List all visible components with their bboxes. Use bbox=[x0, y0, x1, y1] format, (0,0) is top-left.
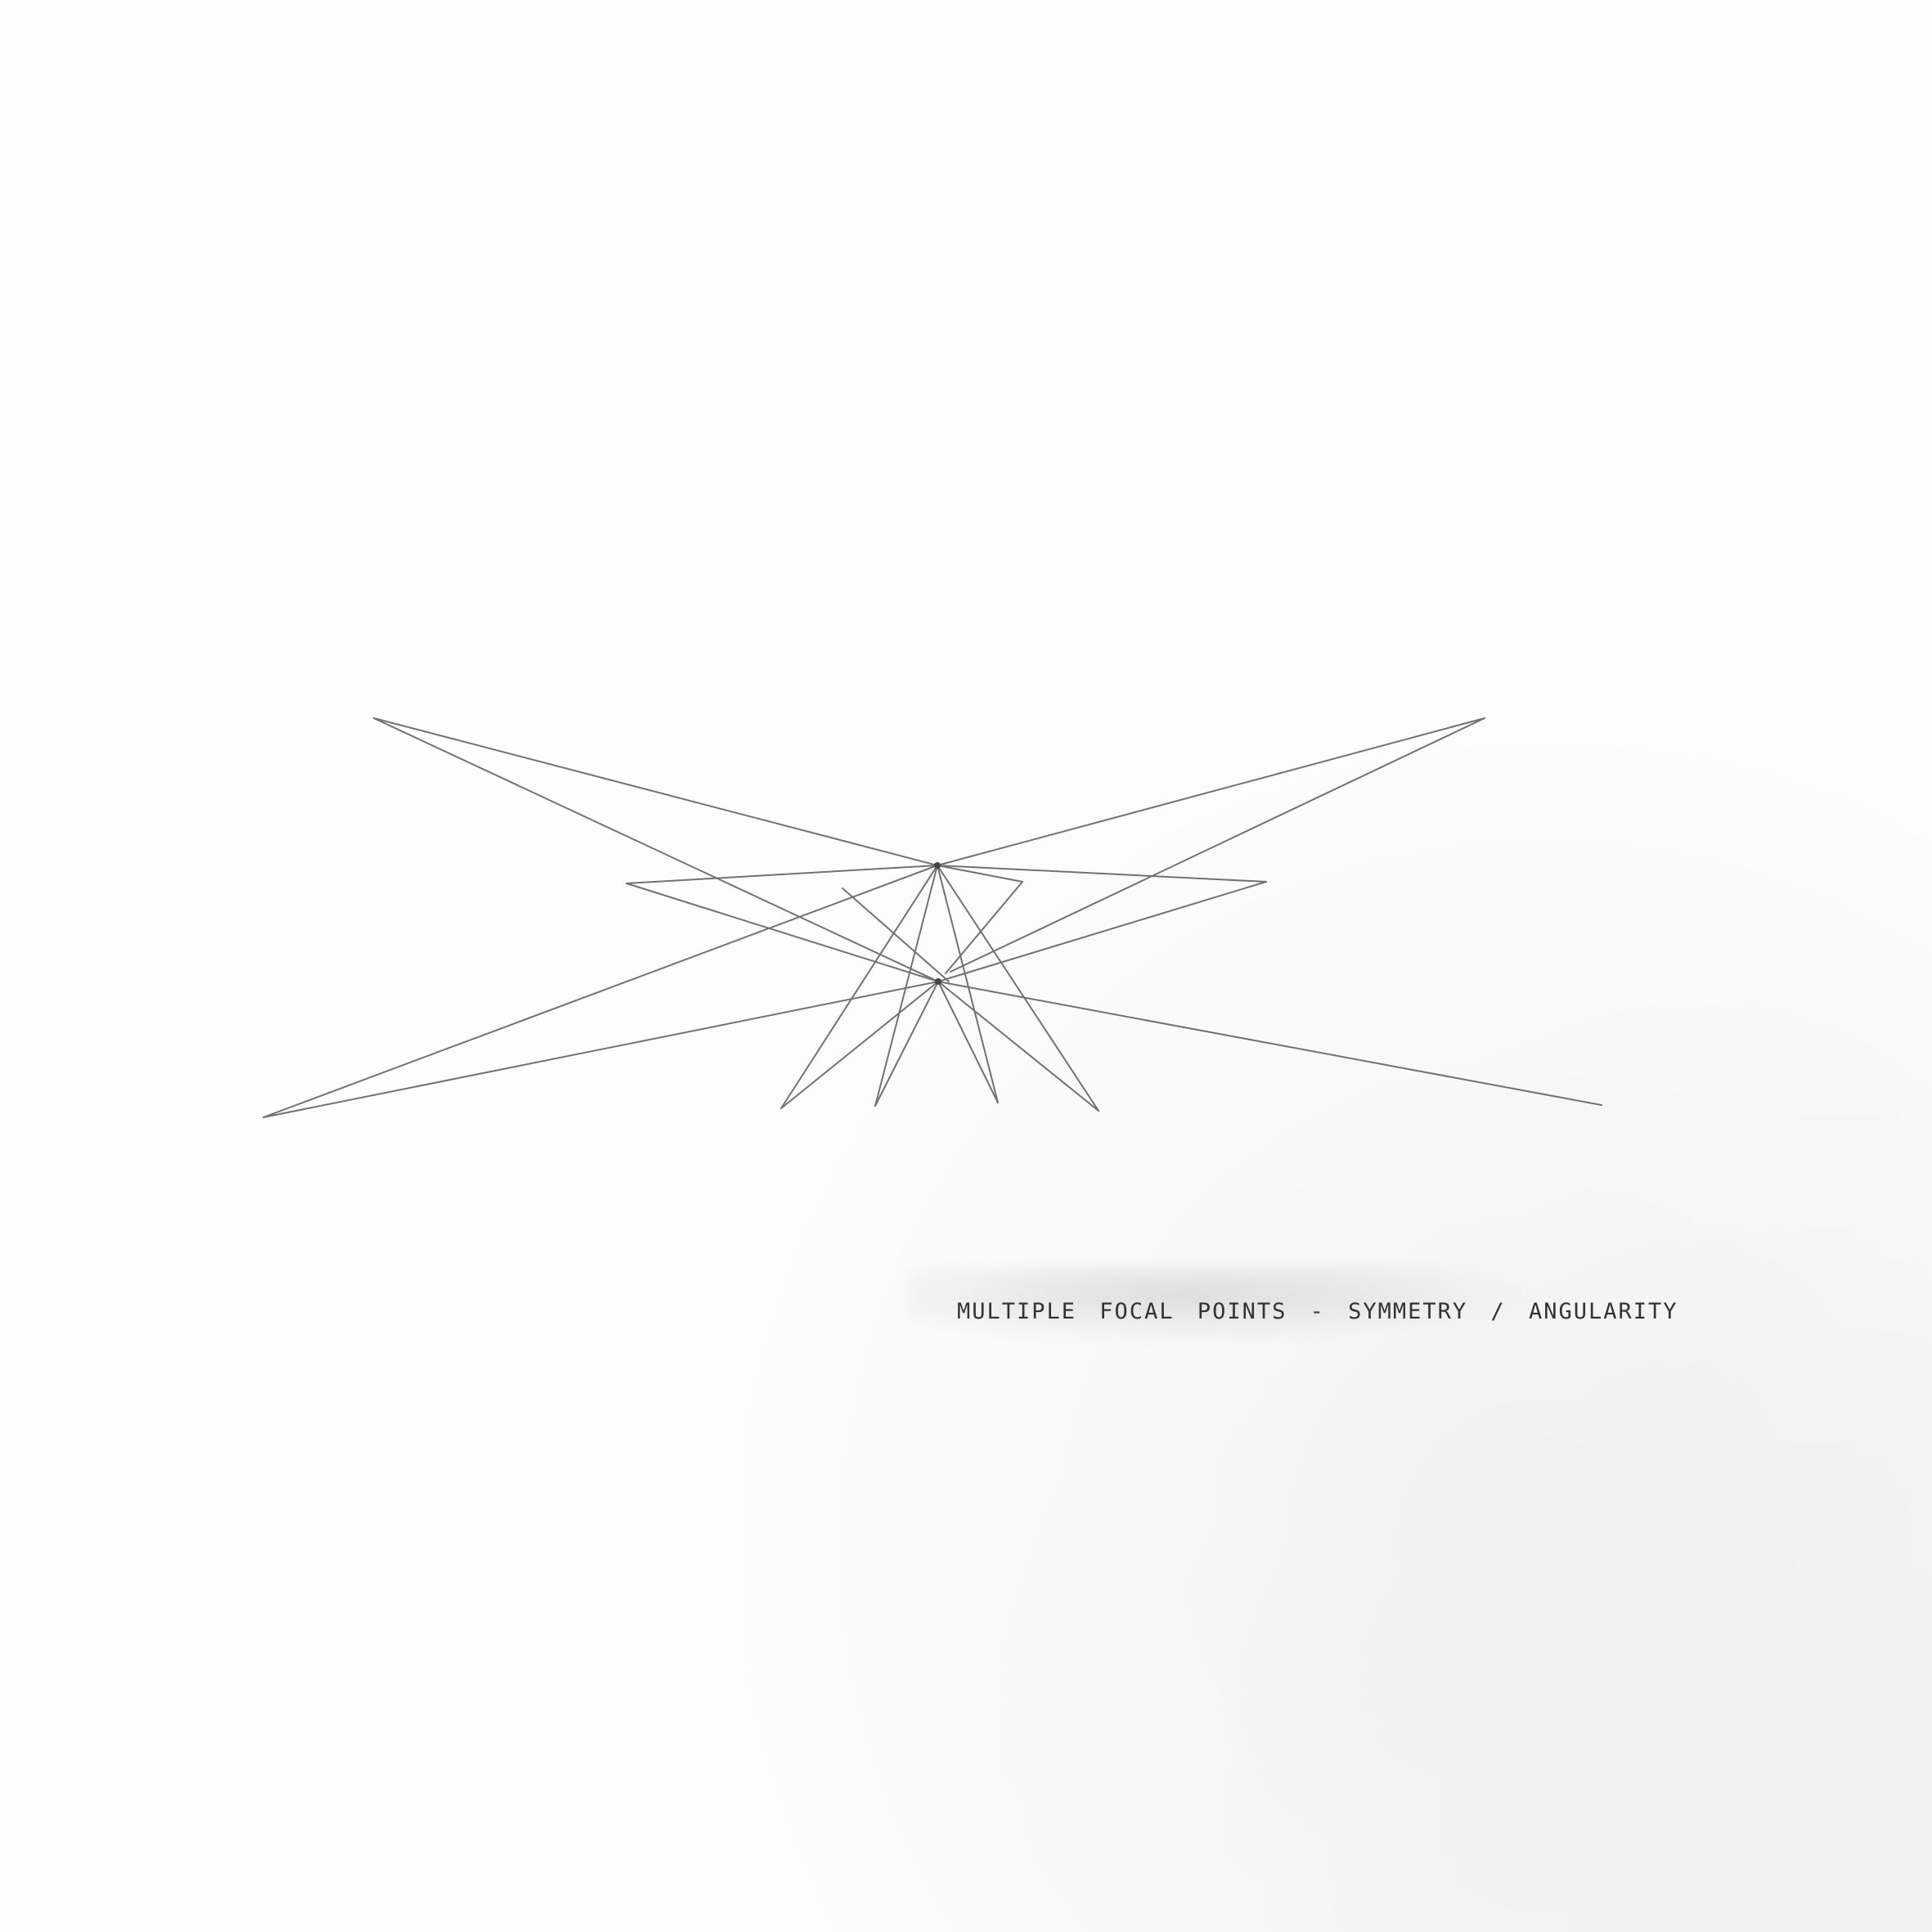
pencil-line bbox=[937, 717, 1485, 866]
pencil-line bbox=[842, 887, 950, 982]
pencil-line bbox=[937, 981, 999, 1103]
graphite-smudge bbox=[908, 1266, 1579, 1348]
pencil-line bbox=[937, 865, 999, 1103]
pencil-line bbox=[626, 865, 938, 884]
lower-focal-point bbox=[935, 978, 941, 985]
pencil-line bbox=[937, 865, 1099, 1112]
pencil-line bbox=[937, 981, 1099, 1112]
pencil-line bbox=[373, 717, 938, 866]
pencil-line bbox=[945, 881, 1023, 974]
pencil-line bbox=[874, 981, 939, 1107]
pencil-line bbox=[874, 865, 938, 1107]
pencil-line bbox=[780, 981, 939, 1109]
pencil-line bbox=[937, 881, 1267, 982]
pencil-line bbox=[373, 717, 939, 982]
pencil-line bbox=[263, 865, 938, 1118]
pencil-line bbox=[950, 717, 1485, 973]
pencil-line bbox=[937, 865, 1023, 883]
pencil-line bbox=[937, 865, 1267, 883]
pencil-line bbox=[780, 865, 938, 1109]
pencil-line bbox=[626, 883, 939, 982]
pencil-line bbox=[937, 981, 1602, 1106]
upper-focal-point bbox=[934, 862, 941, 869]
pencil-line bbox=[263, 981, 939, 1118]
drawing-caption: MULTIPLE FOCAL POINTS - SYMMETRY / ANGUL… bbox=[957, 1298, 1678, 1324]
